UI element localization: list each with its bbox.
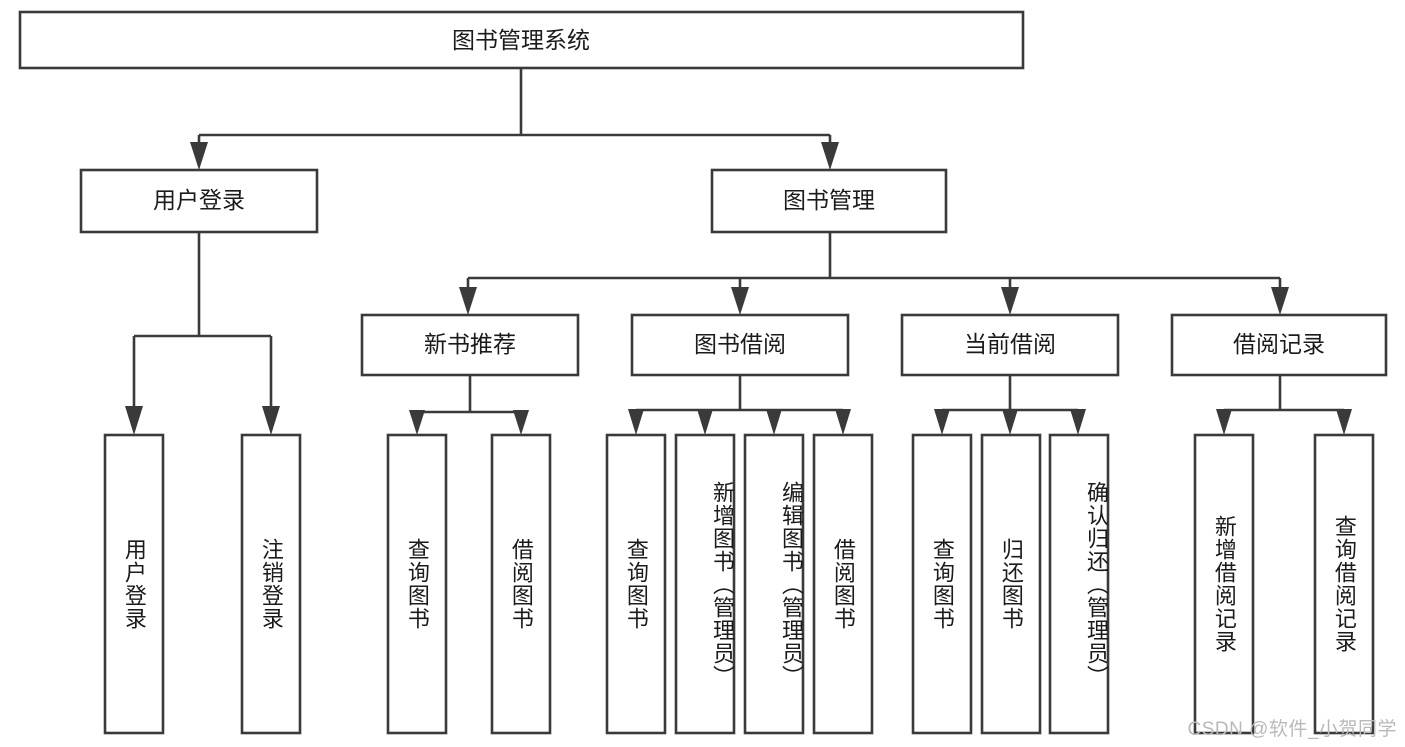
- arrow-head-newbook: [459, 287, 477, 315]
- node-user-login[interactable]: [79, 168, 319, 234]
- node-leaf-edit-book[interactable]: [743, 433, 805, 735]
- node-leaf-return-book[interactable]: [980, 433, 1042, 735]
- arrow-head-currentborrow: [1001, 287, 1019, 315]
- node-leaf-borrow-book-1[interactable]: [490, 433, 552, 735]
- node-layer: 图书管理系统 用户登录 图书管理 新书推荐 图书借阅 当前借阅 借阅记录: [18, 10, 1388, 735]
- arrow-head-bookmgmt: [821, 142, 839, 170]
- node-book-management-label: 图书管理: [783, 187, 875, 213]
- arrow-head-leaf-confirm-return: [1070, 409, 1086, 435]
- node-leaf-logout[interactable]: [240, 433, 302, 735]
- node-leaf-query-book-3[interactable]: [911, 433, 973, 735]
- node-leaf-add-record[interactable]: [1193, 433, 1255, 735]
- arrow-head-leaf-query-book-2: [628, 409, 644, 435]
- node-user-login-label: 用户登录: [153, 187, 245, 213]
- node-leaf-borrow-book-2[interactable]: [812, 433, 874, 735]
- node-new-book-recommend-label: 新书推荐: [424, 331, 516, 357]
- node-borrow-record[interactable]: [1170, 313, 1388, 377]
- node-book-borrow[interactable]: [630, 313, 850, 377]
- node-leaf-user-login[interactable]: [103, 433, 165, 735]
- node-book-management[interactable]: [710, 168, 948, 234]
- arrow-head-leaf-add-record: [1216, 409, 1232, 435]
- arrow-head-bookborrow: [731, 287, 749, 315]
- arrow-head-leaf-logout: [262, 406, 280, 435]
- arrow-head-leaf-add-book: [697, 409, 713, 435]
- node-book-borrow-label: 图书借阅: [694, 331, 786, 357]
- node-leaf-add-book[interactable]: [674, 433, 736, 735]
- node-new-book-recommend[interactable]: [360, 313, 580, 377]
- node-current-borrow-label: 当前借阅: [964, 331, 1056, 357]
- arrow-head-userlogin: [190, 142, 208, 170]
- node-borrow-record-label: 借阅记录: [1233, 331, 1325, 357]
- arrow-head-leaf-return-book: [1002, 409, 1018, 435]
- arrow-head-leaf-user-login: [125, 406, 143, 435]
- node-leaf-query-record[interactable]: [1313, 433, 1375, 735]
- node-leaf-query-book-2[interactable]: [605, 433, 667, 735]
- node-leaf-confirm-return[interactable]: [1048, 433, 1110, 735]
- arrow-head-borrowrecord: [1271, 287, 1289, 315]
- arrow-head-leaf-edit-book: [766, 409, 782, 435]
- node-root[interactable]: [18, 10, 1025, 70]
- watermark-text: CSDN @软件_小贺同学: [1187, 719, 1397, 740]
- arrow-head-leaf-query-book-3: [934, 409, 950, 435]
- node-leaf-query-book-1[interactable]: [386, 433, 448, 735]
- connector-layer: [125, 68, 1352, 435]
- arrow-head-leaf-borrow-book-2: [835, 409, 851, 435]
- node-current-borrow[interactable]: [900, 313, 1120, 377]
- arrow-head-leaf-query-record: [1336, 409, 1352, 435]
- node-root-label: 图书管理系统: [452, 27, 590, 53]
- arrow-head-leaf-borrow-book-1: [513, 410, 529, 435]
- arrow-head-leaf-query-book-1: [409, 410, 425, 435]
